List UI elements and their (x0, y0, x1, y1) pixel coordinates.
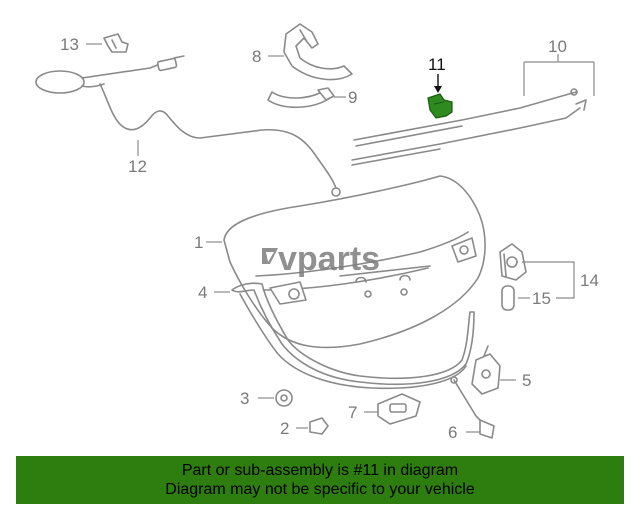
part-4-weatherstrip[interactable] (231, 282, 475, 390)
callout-7[interactable]: 7 (348, 403, 357, 422)
callout-14[interactable]: 14 (580, 271, 599, 290)
callout-4[interactable]: 4 (198, 283, 207, 302)
lead-line-10 (523, 54, 595, 96)
callout-3[interactable]: 3 (240, 389, 249, 408)
callout-12[interactable]: 12 (128, 157, 147, 176)
banner-line-1: Part or sub-assembly is #11 in diagram (181, 462, 459, 479)
callout-11[interactable]: 11 (428, 55, 446, 74)
part-10-torsion-bars[interactable] (351, 88, 587, 166)
part-2-plug[interactable] (309, 417, 329, 435)
part-5-latch[interactable] (471, 345, 501, 395)
callout-6[interactable]: 6 (448, 423, 457, 442)
info-banner: Part or sub-assembly is #11 in diagram D… (16, 456, 624, 504)
part-3-cushion[interactable] (275, 389, 293, 407)
lead-line-14 (522, 261, 575, 299)
part-15-seal[interactable] (501, 285, 515, 311)
part-11-highlighted[interactable] (427, 93, 453, 119)
callout-9[interactable]: 9 (348, 88, 357, 107)
callout-8[interactable]: 8 (252, 47, 261, 66)
arrowhead-11 (434, 86, 442, 93)
part-14-lock[interactable] (499, 243, 527, 281)
watermark-logo: vparts (262, 240, 380, 278)
part-9-strap[interactable] (267, 87, 335, 109)
banner-line-2: Diagram may not be specific to your vehi… (165, 481, 475, 498)
part-13-clip[interactable] (103, 33, 129, 53)
callout-2[interactable]: 2 (280, 419, 289, 438)
watermark-text: vparts (278, 240, 380, 278)
callout-13[interactable]: 13 (60, 35, 79, 54)
part-12-release-cable[interactable] (35, 55, 341, 197)
parts-diagram: 13 12 8 9 10 11 (35, 23, 599, 442)
part-6-latch-rod[interactable] (450, 376, 495, 439)
callout-10[interactable]: 10 (548, 37, 567, 56)
callout-15[interactable]: 15 (532, 289, 551, 308)
part-8-bracket[interactable] (283, 23, 353, 81)
callout-1[interactable]: 1 (194, 233, 203, 252)
callout-5[interactable]: 5 (522, 371, 531, 390)
part-1-trunk-lid[interactable] (223, 175, 486, 349)
part-7-license-lamp[interactable] (377, 393, 421, 425)
